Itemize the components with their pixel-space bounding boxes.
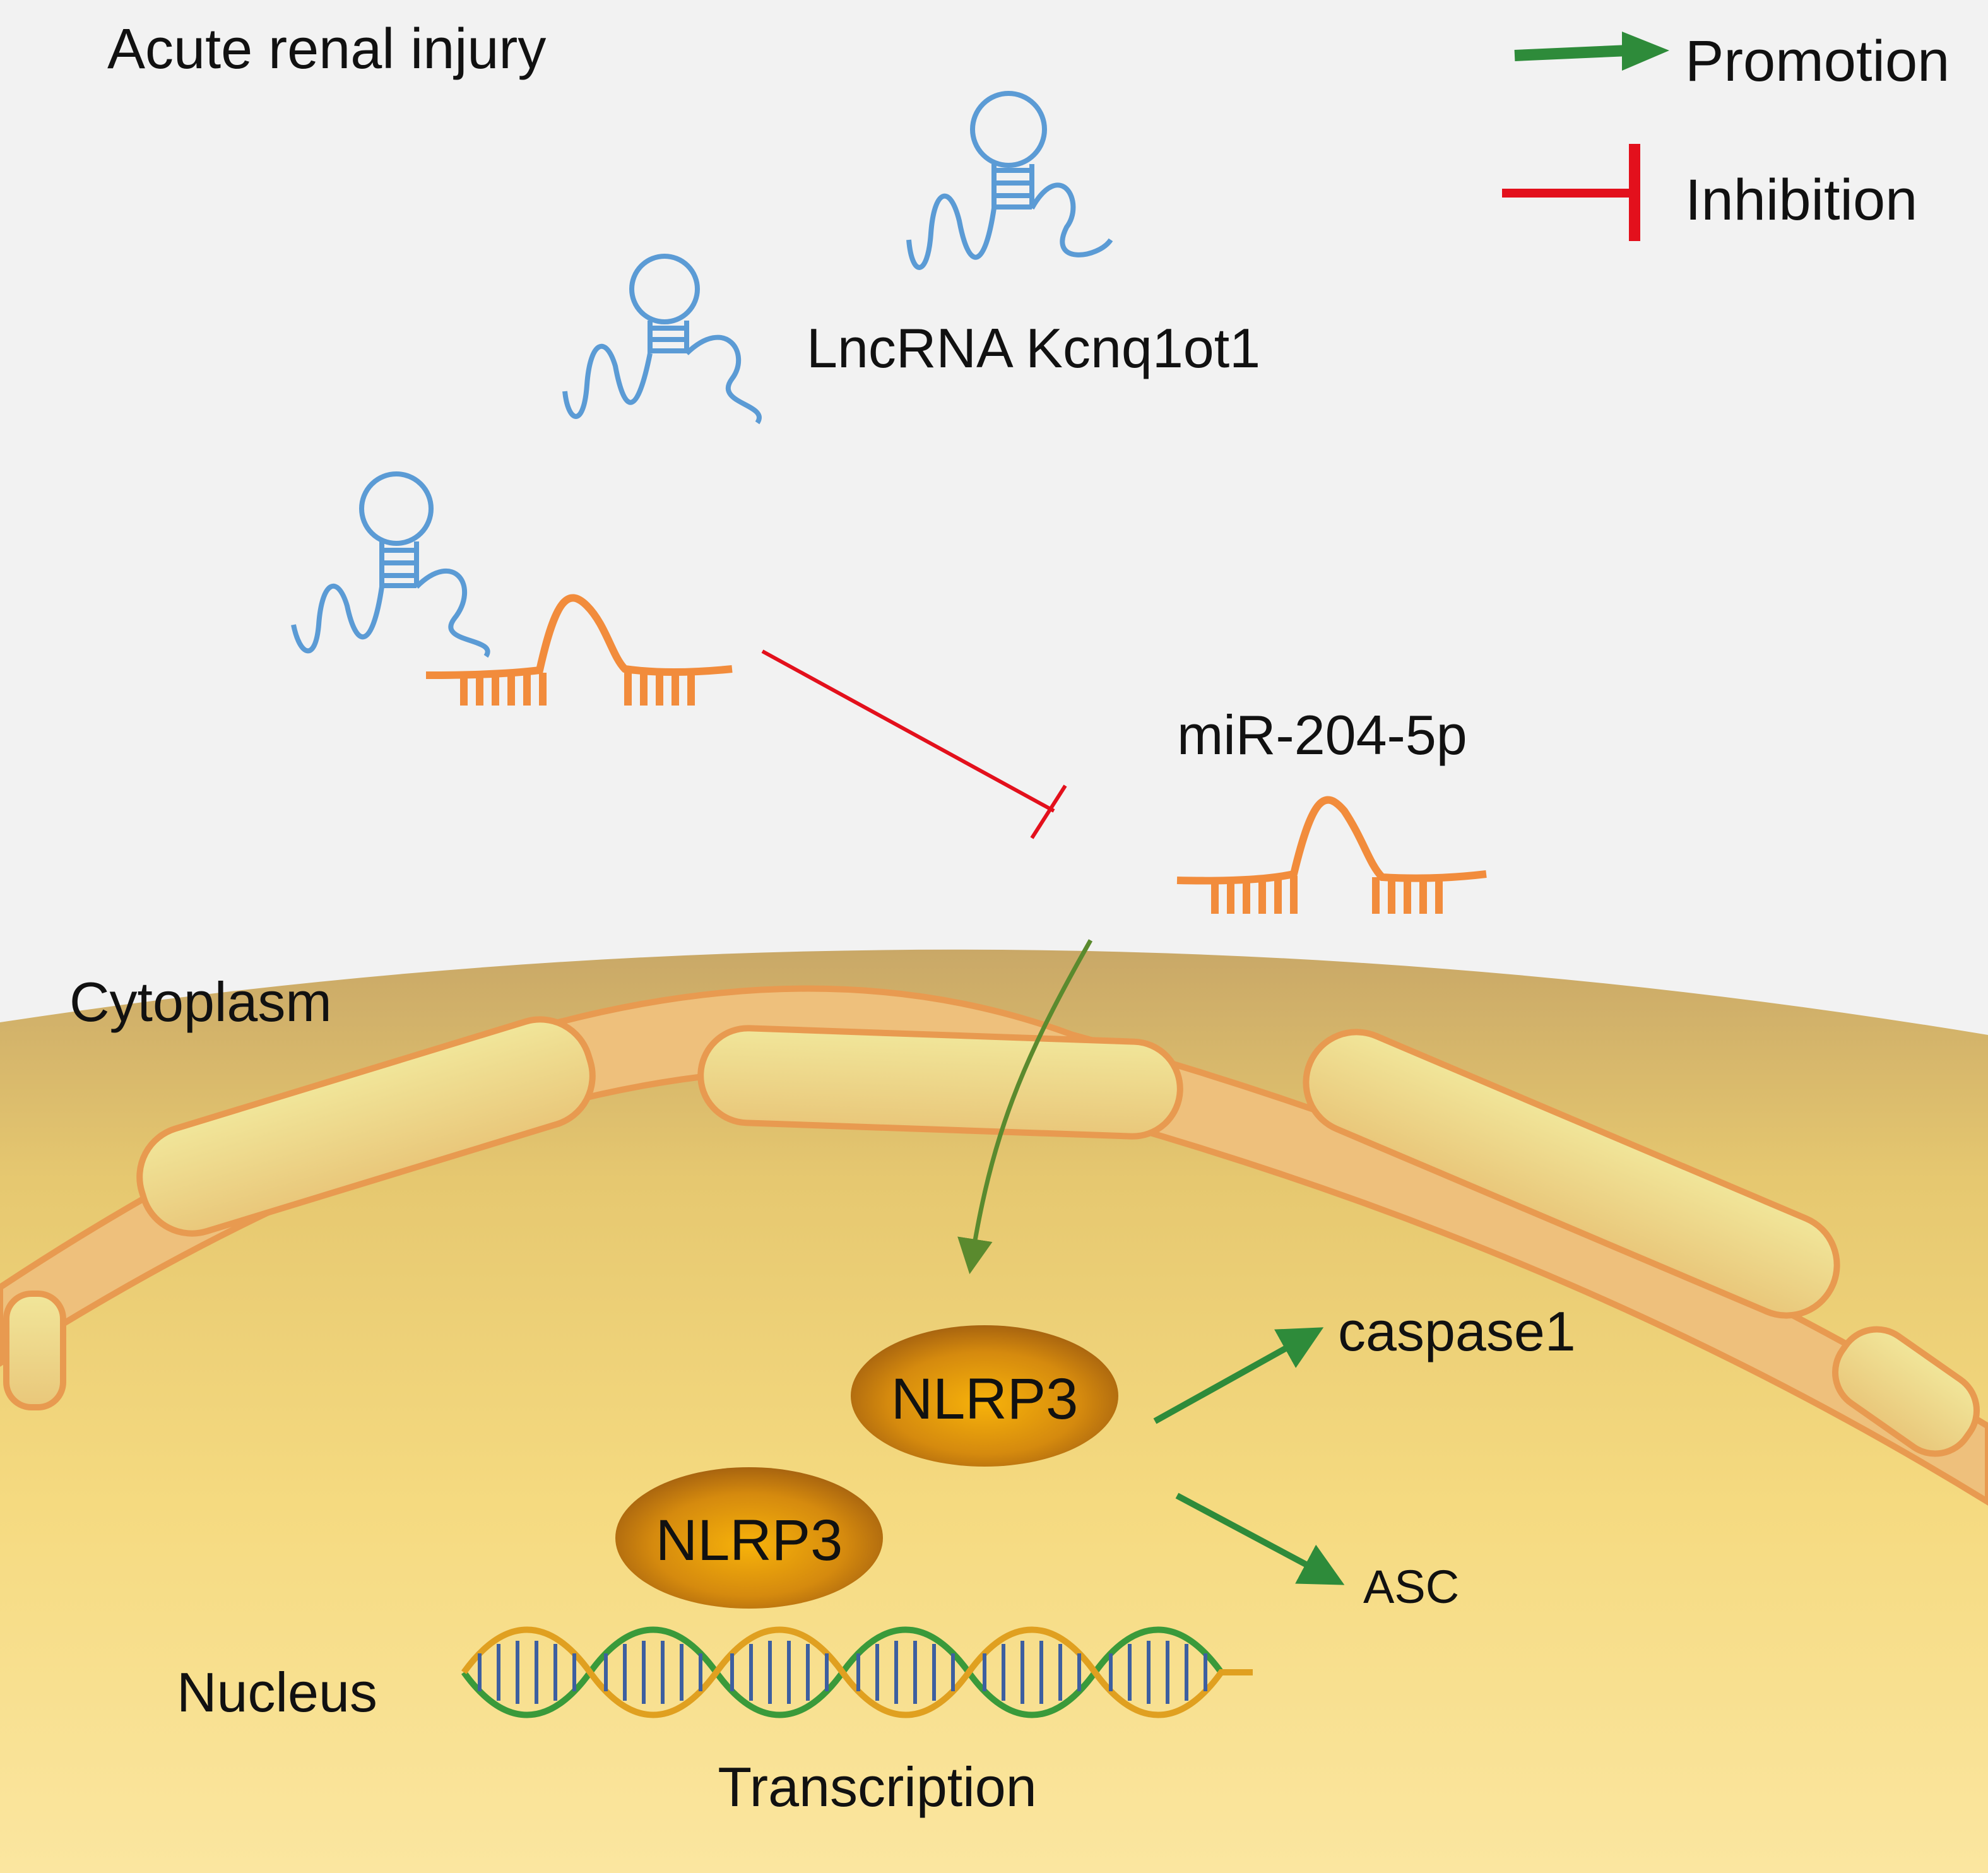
nlrp3-label-b: NLRP3	[656, 1508, 843, 1573]
cytoplasm-label: Cytoplasm	[69, 971, 332, 1033]
mirna-icon	[1176, 796, 1487, 914]
nlrp3-label-a: NLRP3	[891, 1367, 1079, 1431]
dna-helix-icon	[461, 1626, 1253, 1718]
legend: Promotion Inhibition	[1502, 29, 1950, 241]
hairpin-rna-icon	[562, 254, 762, 425]
hairpin-rna-icon	[906, 91, 1113, 270]
caspase-label: caspase1	[1338, 1300, 1576, 1362]
promotion-arrow-caspase	[1153, 1327, 1324, 1424]
hairpin-rna-icon	[291, 471, 490, 658]
mirna-icon	[425, 594, 733, 706]
promotion-arrow-asc	[1175, 1492, 1345, 1585]
asc-label: ASC	[1363, 1561, 1459, 1613]
transcription-label: Transcription	[718, 1756, 1036, 1818]
nlrp3-protein-icon: NLRP3	[615, 1467, 883, 1609]
legend-inhibition: Inhibition	[1685, 168, 1917, 232]
inhibition-arrow	[761, 649, 1067, 839]
mirna-label: miR-204-5p	[1177, 704, 1467, 766]
promotion-arrow-mirna-nlrp3	[957, 939, 1093, 1275]
nuclear-pore-segments	[3, 1016, 1980, 1457]
diagram-title: Acute renal injury	[107, 18, 546, 81]
lncrna-label: LncRNA Kcnq1ot1	[807, 317, 1260, 379]
promotion-legend-arrow	[1514, 45, 1629, 61]
nucleus-label: Nucleus	[177, 1661, 377, 1723]
promotion-legend-arrowhead	[1622, 32, 1669, 71]
nlrp3-protein-icon: NLRP3	[851, 1325, 1118, 1467]
legend-promotion: Promotion	[1685, 29, 1950, 93]
